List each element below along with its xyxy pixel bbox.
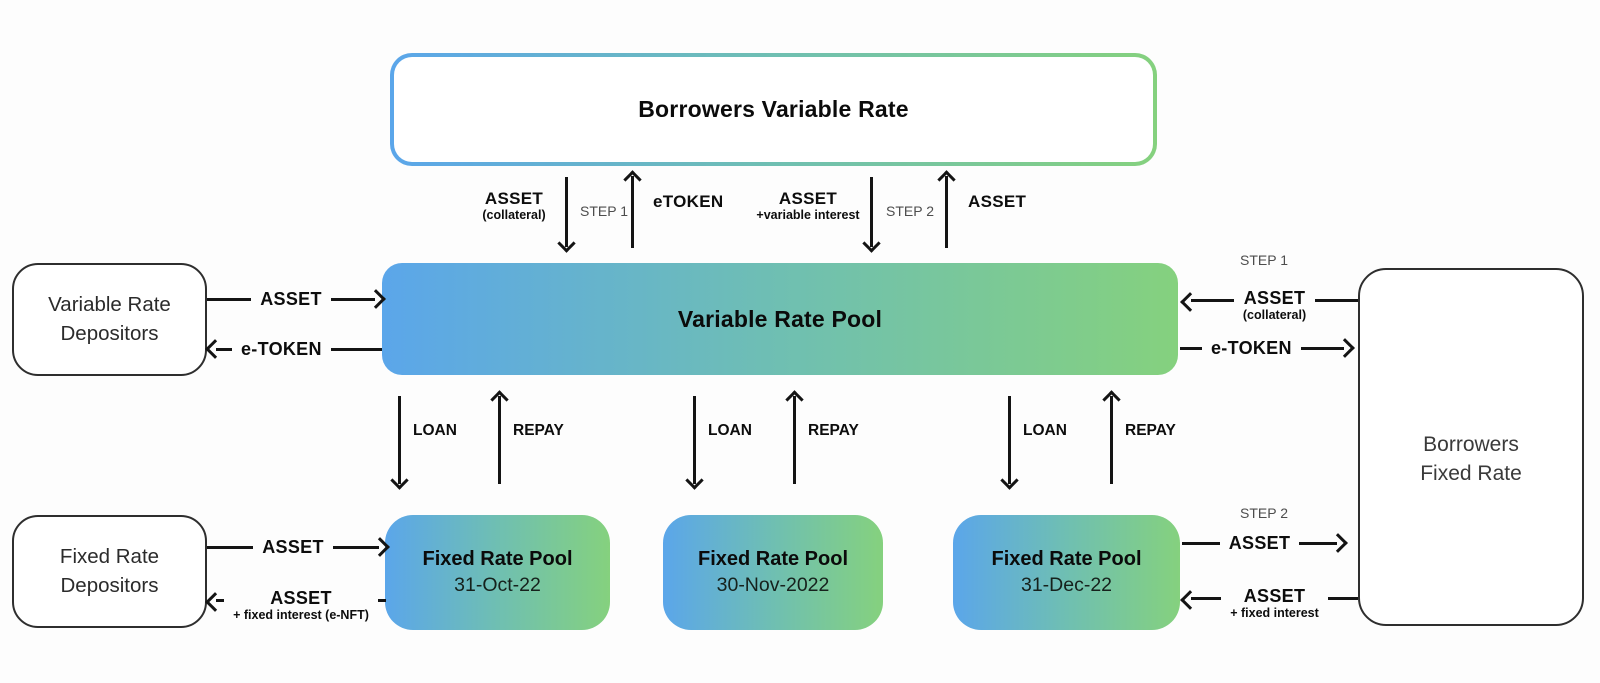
fixed-rate-pool-title: Fixed Rate Pool (697, 548, 849, 570)
arrow-line (1299, 541, 1338, 545)
asset-collateral-label-group: ASSET (collateral) (466, 189, 562, 222)
fixed-rate-pool-oct-box: Fixed Rate Pool 31-Oct-22 (385, 515, 610, 630)
collateral-sublabel: (collateral) (1242, 307, 1307, 322)
etoken-label: e-TOKEN (1211, 337, 1292, 358)
arrow-line (1191, 299, 1234, 302)
arrow-line (216, 347, 232, 351)
step2-label: STEP 2 (886, 203, 934, 219)
arrow-line (1191, 597, 1222, 600)
fixed-rate-pool-date: 30-Nov-2022 (716, 574, 830, 596)
repay-arrow (498, 396, 501, 484)
asset-label: ASSET (484, 189, 544, 208)
fixed-rate-pool-title: Fixed Rate Pool (422, 548, 573, 570)
loan-label: LOAN (708, 422, 752, 439)
fixed-rate-depositors-box: Fixed Rate Depositors (12, 515, 207, 628)
arrowhead-left-icon (205, 339, 225, 359)
arrow-line (330, 347, 382, 351)
arrow-line (1315, 299, 1358, 302)
arrow-line (332, 545, 380, 549)
fixed-rate-pool-date: 31-Dec-22 (1020, 574, 1113, 596)
asset-variable-interest-label-group: ASSET +variable interest (752, 189, 864, 222)
collateral-sublabel: (collateral) (482, 207, 546, 222)
variable-rate-depositors-title: Variable Rate Depositors (48, 292, 171, 345)
etoken-label: e-TOKEN (241, 338, 322, 359)
asset-label: ASSET (1243, 586, 1306, 606)
asset-label: ASSET (968, 192, 1027, 211)
repay-label: REPAY (513, 422, 564, 439)
variable-depositor-etoken-flow: e-TOKEN (205, 338, 382, 360)
arrow-line (216, 599, 225, 602)
deposit-collateral-arrow (565, 177, 568, 247)
arrow-line (377, 599, 387, 602)
arrowhead-right-icon (1328, 533, 1348, 553)
loan-arrow (693, 396, 696, 484)
fixed-borrower-collateral-flow: ASSET (collateral) (1180, 288, 1358, 323)
asset-return-arrow (945, 176, 948, 248)
variable-rate-pool-box: Variable Rate Pool (382, 263, 1178, 375)
fixed-rate-pool-title: Fixed Rate Pool (991, 548, 1142, 570)
arrowhead-left-icon (1180, 292, 1200, 312)
loan-arrow (1008, 396, 1011, 484)
step1-label: STEP 1 (1240, 252, 1288, 268)
arrow-line (1300, 346, 1344, 350)
etoken-return-arrow (631, 176, 634, 248)
step2-label: STEP 2 (1240, 505, 1288, 521)
fixed-borrower-etoken-flow: e-TOKEN (1180, 337, 1355, 359)
arrow-line (1180, 346, 1202, 350)
borrowers-fixed-rate-title: Borrowers Fixed Rate (1420, 432, 1522, 485)
arrow-line (1327, 597, 1359, 600)
asset-label: ASSET (270, 588, 332, 608)
fixed-rate-pool-dec-box: Fixed Rate Pool 31-Dec-22 (953, 515, 1180, 630)
variable-rate-depositors-box: Variable Rate Depositors (12, 263, 207, 376)
repay-variable-arrow (870, 177, 873, 247)
arrow-line (1182, 541, 1220, 545)
loan-label: LOAN (1023, 422, 1067, 439)
asset-label: ASSET (1228, 532, 1291, 553)
repay-arrow (1110, 396, 1113, 484)
variable-interest-sublabel: +variable interest (756, 207, 860, 222)
asset-label: ASSET (262, 536, 324, 557)
arrow-line (330, 297, 376, 301)
etoken-label: eTOKEN (653, 192, 724, 211)
asset-label: ASSET (778, 189, 838, 208)
fixed-interest-enft-sublabel: + fixed interest (e-NFT) (233, 607, 369, 622)
asset-label: ASSET (260, 288, 322, 309)
repay-arrow (793, 396, 796, 484)
asset-collateral-label-group: ASSET (collateral) (1242, 288, 1307, 323)
arrowhead-right-icon (370, 537, 390, 557)
arrow-line (207, 297, 252, 301)
fixed-depositor-interest-flow: ASSET + fixed interest (e-NFT) (205, 588, 387, 623)
loan-arrow (398, 396, 401, 484)
arrow-line (207, 545, 254, 549)
arrowhead-right-icon (366, 289, 386, 309)
arrowhead-left-icon (205, 592, 225, 612)
borrowers-fixed-rate-box: Borrowers Fixed Rate (1358, 268, 1584, 626)
asset-fixed-interest-label-group: ASSET + fixed interest (e-NFT) (233, 588, 369, 623)
asset-label: ASSET (1243, 288, 1306, 308)
fixed-borrower-repay-flow: ASSET + fixed interest (1180, 586, 1359, 621)
fixed-rate-depositors-title: Fixed Rate Depositors (59, 544, 160, 597)
loan-label: LOAN (413, 422, 457, 439)
repay-label: REPAY (1125, 422, 1176, 439)
step1-label: STEP 1 (580, 203, 628, 219)
repay-label: REPAY (808, 422, 859, 439)
fixed-borrower-asset-flow: ASSET (1182, 532, 1348, 554)
fixed-rate-pool-date: 31-Oct-22 (454, 574, 541, 596)
arrowhead-right-icon (1335, 338, 1355, 358)
variable-depositor-asset-flow: ASSET (207, 288, 386, 310)
fixed-depositor-asset-flow: ASSET (207, 536, 390, 558)
asset-fixed-interest-label-group: ASSET + fixed interest (1230, 586, 1319, 621)
borrowers-variable-rate-box: Borrowers Variable Rate (390, 53, 1157, 166)
fixed-rate-pool-nov-box: Fixed Rate Pool 30-Nov-2022 (663, 515, 883, 630)
fixed-interest-sublabel: + fixed interest (1230, 605, 1319, 620)
borrowers-variable-rate-title: Borrowers Variable Rate (638, 96, 909, 122)
arrowhead-left-icon (1180, 590, 1200, 610)
variable-rate-pool-title: Variable Rate Pool (677, 305, 883, 332)
